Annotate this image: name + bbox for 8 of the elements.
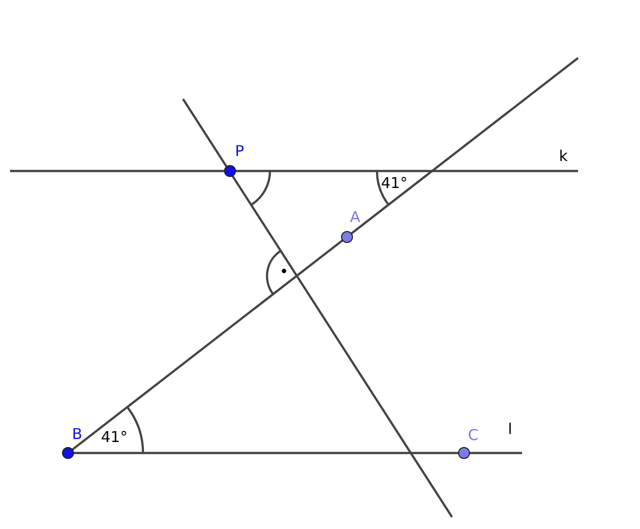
- line-label: k: [559, 148, 568, 165]
- point-label: A: [350, 209, 360, 226]
- angle-label: 41°: [381, 175, 408, 192]
- angle-label: 41°: [101, 429, 128, 446]
- point-label: C: [468, 427, 478, 444]
- point-label: B: [72, 426, 82, 443]
- point-label: P: [235, 143, 244, 160]
- line-label: l: [508, 421, 512, 438]
